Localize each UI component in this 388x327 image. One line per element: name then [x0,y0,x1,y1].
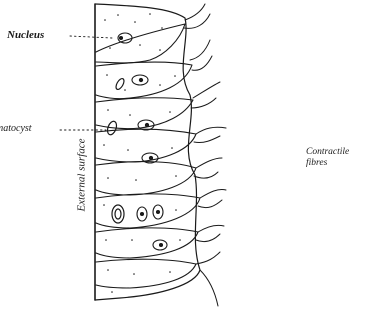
cell-1 [96,24,185,63]
nucleus-label: Nucleus [7,30,44,41]
nuclei [118,33,167,250]
cytoplasm-stipple [103,13,181,293]
cell-2 [96,62,192,99]
contractile-fibres-label: Contractile fibres [306,147,386,169]
cnidocyst-label: matocyst [0,124,32,134]
cell-8 [96,259,196,288]
external-surface-label: External surface [77,138,88,211]
contractile-fibres-label-line1: Contractile [306,147,349,157]
cell-6 [96,194,200,228]
contractile-fibres-label-line2: fibres [306,158,327,168]
cell-5 [96,162,196,195]
contractile-fibres [184,4,226,306]
nucleus-leader [70,36,112,38]
cell-3 [96,98,193,129]
cell-layer-outline [95,4,200,300]
cell-7 [96,228,198,258]
